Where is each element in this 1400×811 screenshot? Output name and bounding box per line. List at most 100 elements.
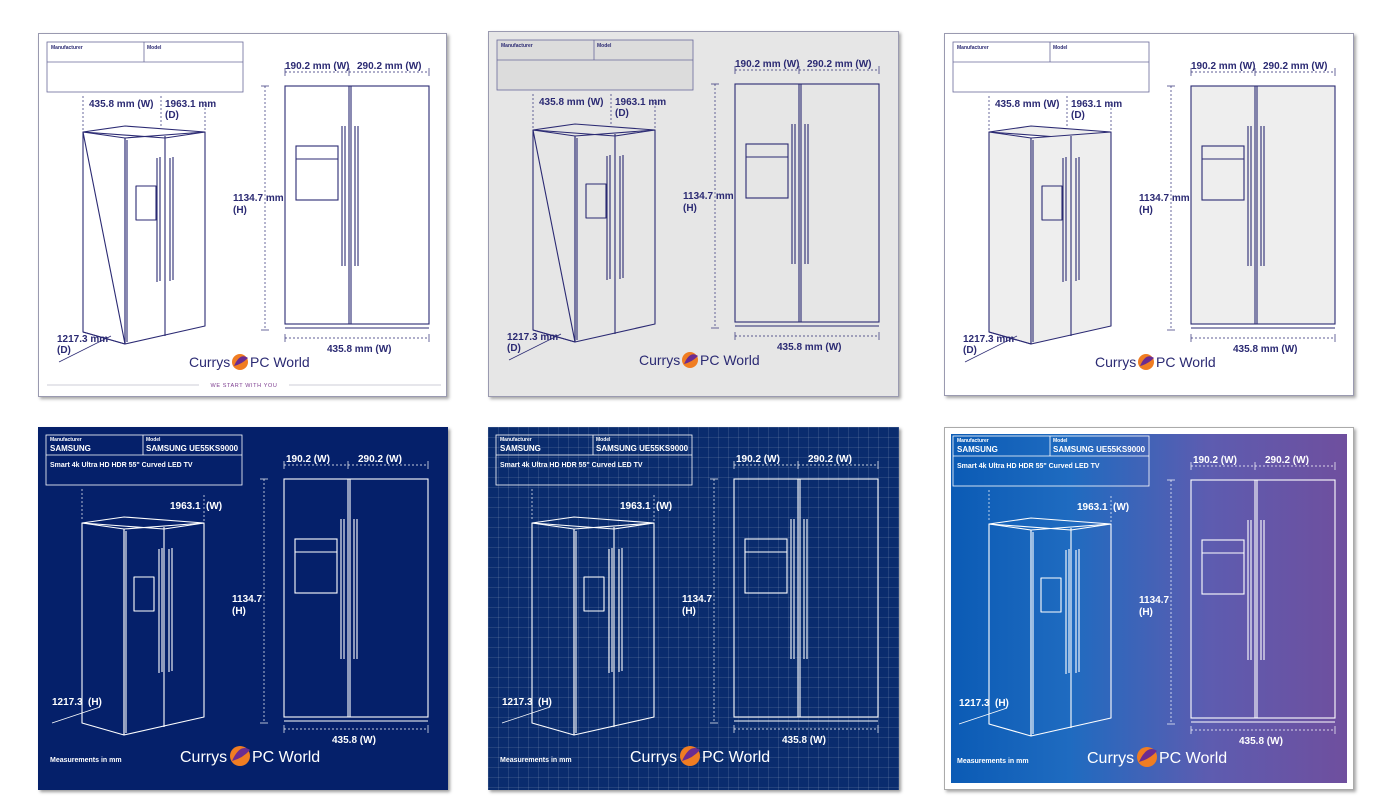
- svg-text:Currys: Currys: [1095, 354, 1136, 370]
- label-left-door: 190.2 (W): [1193, 455, 1237, 466]
- model-label: Model: [146, 437, 161, 443]
- label-width-d: 1963.1 mm: [615, 97, 666, 108]
- model-label: Model: [1053, 45, 1068, 51]
- diagram-card-white-grey-fill: Manufacturer Model 435.8 mm (W) 1963.1 m…: [944, 33, 1354, 396]
- manufacturer-value: SAMSUNG: [500, 444, 541, 453]
- label-depth-suffix: (H): [88, 697, 102, 708]
- label-width: 1963.1: [1077, 502, 1108, 513]
- svg-text:PC World: PC World: [702, 749, 770, 766]
- label-right-door: 290.2 (W): [1265, 455, 1309, 466]
- label-height: 1134.7 mm: [233, 193, 284, 204]
- label-left-door: 190.2 mm (W): [1191, 61, 1255, 72]
- measurements-note: Measurements in mm: [50, 757, 122, 764]
- diagram-canvas: Manufacturer Model 435.8 mm (W) 1963.1 m…: [496, 39, 880, 368]
- manufacturer-label: Manufacturer: [50, 437, 82, 443]
- label-right-door: 290.2 mm (W): [1263, 61, 1327, 72]
- label-depth-suffix: (D): [507, 343, 521, 354]
- manufacturer-label: Manufacturer: [500, 437, 532, 443]
- diagram-card-blueprint-grid: Manufacturer Model SAMSUNG SAMSUNG UE55K…: [488, 427, 899, 790]
- label-depth: 1217.3 mm: [57, 334, 108, 345]
- label-height: 1134.7: [232, 594, 262, 605]
- label-right-door: 290.2 mm (W): [357, 61, 421, 72]
- label-total-width: 435.8 mm (W): [327, 344, 391, 355]
- label-right-door: 290.2 (W): [808, 454, 852, 465]
- fridge-3d-drawing: [531, 516, 655, 736]
- diagram-canvas: Manufacturer Model SAMSUNG SAMSUNG UE55K…: [495, 434, 879, 766]
- label-height: 1134.7: [682, 594, 712, 605]
- diagram-card-gradient: Manufacturer Model SAMSUNG SAMSUNG UE55K…: [944, 427, 1354, 790]
- fridge-3d-drawing: [82, 125, 206, 345]
- spec-table: [952, 435, 1150, 487]
- model-value: SAMSUNG UE55KS9000: [1053, 445, 1146, 454]
- manufacturer-value: SAMSUNG: [957, 445, 998, 454]
- label-height-suffix: (H): [232, 606, 246, 617]
- diagram-canvas: Manufacturer Model 435.8 mm (W) 1963.1 m…: [46, 41, 441, 389]
- label-depth: 1217.3: [52, 697, 83, 708]
- product-description: Smart 4k Ultra HD HDR 55" Curved LED TV: [957, 463, 1100, 470]
- label-height-suffix: (H): [1139, 607, 1153, 618]
- currys-pcworld-logo: Currys PC World: [1087, 747, 1227, 767]
- label-width: 1963.1: [170, 501, 201, 512]
- model-label: Model: [147, 45, 162, 51]
- label-depth-suffix: (D): [57, 345, 71, 356]
- label-width-d-suffix: (D): [1071, 110, 1085, 121]
- currys-pcworld-logo: Currys PC World: [630, 746, 770, 766]
- product-description: Smart 4k Ultra HD HDR 55" Curved LED TV: [50, 462, 193, 469]
- label-height-suffix: (H): [1139, 205, 1153, 216]
- label-depth-w: 435.8 mm (W): [539, 97, 603, 108]
- spec-table: [495, 434, 693, 486]
- svg-text:Currys: Currys: [630, 749, 677, 766]
- diagram-card-white: Manufacturer Model 435.8 mm (W) 1963.1 m…: [38, 33, 447, 397]
- label-left-door: 190.2 (W): [286, 454, 330, 465]
- fridge-front-drawing: [283, 478, 429, 722]
- label-right-door: 290.2 mm (W): [807, 59, 871, 70]
- model-label: Model: [596, 437, 611, 443]
- label-width-suffix: (W): [206, 501, 222, 512]
- label-right-door: 290.2 (W): [358, 454, 402, 465]
- fridge-3d-drawing: [988, 517, 1112, 737]
- currys-pcworld-logo: Currys PC World: [639, 352, 760, 368]
- manufacturer-label: Manufacturer: [957, 438, 989, 444]
- spec-table: [45, 434, 243, 486]
- fridge-front-drawing: [734, 83, 880, 327]
- label-height-suffix: (H): [682, 606, 696, 617]
- fridge-3d-drawing: [988, 125, 1112, 345]
- label-height: 1134.7: [1139, 595, 1169, 606]
- svg-text:Currys: Currys: [1087, 750, 1134, 767]
- label-depth-suffix: (H): [538, 697, 552, 708]
- label-depth: 1217.3 mm: [963, 334, 1014, 345]
- label-total-width: 435.8 mm (W): [1233, 344, 1297, 355]
- spec-table: [952, 41, 1150, 93]
- fridge-front-drawing: [1190, 85, 1336, 329]
- label-width-d-suffix: (D): [615, 108, 629, 119]
- model-value: SAMSUNG UE55KS9000: [596, 444, 689, 453]
- svg-text:PC World: PC World: [250, 354, 310, 370]
- fridge-front-drawing: [284, 85, 430, 329]
- spec-table: [496, 39, 694, 91]
- manufacturer-value: SAMSUNG: [50, 444, 91, 453]
- currys-pcworld-logo: Currys PC World: [180, 746, 320, 766]
- currys-pcworld-logo: Currys PC World: [1095, 354, 1216, 370]
- label-depth: 1217.3 mm: [507, 332, 558, 343]
- diagram-card-navy: Manufacturer Model SAMSUNG SAMSUNG UE55K…: [38, 427, 448, 790]
- product-description: Smart 4k Ultra HD HDR 55" Curved LED TV: [500, 462, 643, 469]
- manufacturer-label: Manufacturer: [957, 45, 989, 51]
- svg-text:PC World: PC World: [252, 749, 320, 766]
- label-left-door: 190.2 (W): [736, 454, 780, 465]
- label-height: 1134.7 mm: [683, 191, 734, 202]
- diagram-canvas: Manufacturer Model SAMSUNG SAMSUNG UE55K…: [45, 434, 429, 766]
- label-depth-suffix: (H): [995, 698, 1009, 709]
- label-depth-w: 435.8 mm (W): [995, 99, 1059, 110]
- gradient-panel: Manufacturer Model SAMSUNG SAMSUNG UE55K…: [951, 434, 1347, 783]
- fridge-3d-drawing: [532, 123, 656, 343]
- label-depth-suffix: (D): [963, 345, 977, 356]
- measurements-note: Measurements in mm: [957, 758, 1029, 765]
- label-width-suffix: (W): [656, 501, 672, 512]
- label-width: 1963.1: [620, 501, 651, 512]
- label-total-width: 435.8 (W): [1239, 736, 1283, 747]
- label-total-width: 435.8 (W): [782, 735, 826, 746]
- label-total-width: 435.8 (W): [332, 735, 376, 746]
- label-width-suffix: (W): [1113, 502, 1129, 513]
- label-height: 1134.7 mm: [1139, 193, 1190, 204]
- label-depth-w: 435.8 mm (W): [89, 99, 153, 110]
